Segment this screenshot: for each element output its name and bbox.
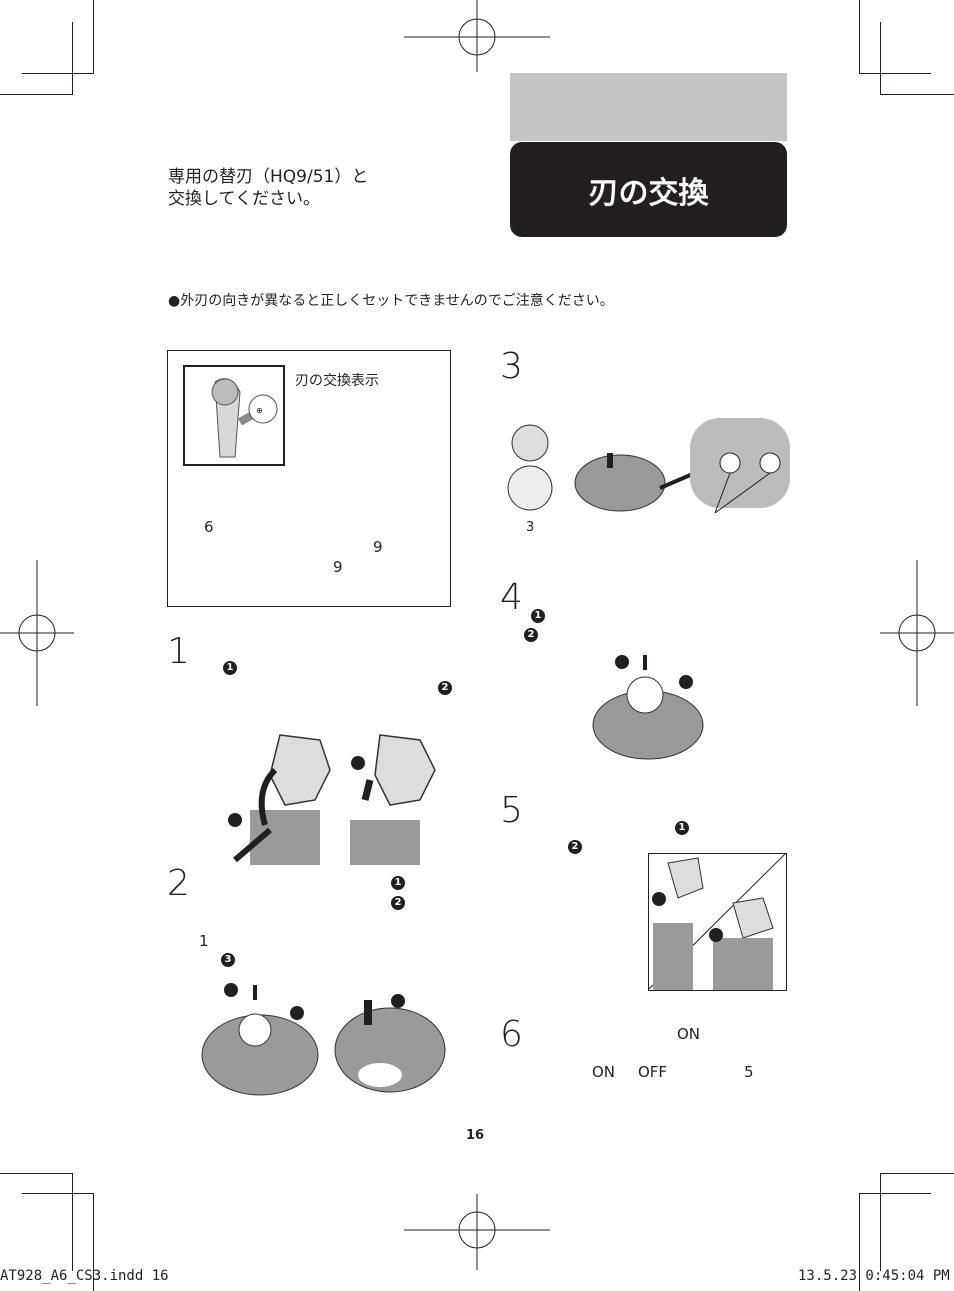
step-3-number: 3 xyxy=(500,346,523,387)
svg-text:⊕: ⊕ xyxy=(256,406,263,415)
step-4-number: 4 xyxy=(500,577,523,618)
step-5-marker-2: 2 xyxy=(568,840,582,854)
step-5-illustration xyxy=(648,853,787,991)
step-4-illustration xyxy=(592,655,704,760)
panel-number-6: 6 xyxy=(204,518,214,536)
step-1-marker-1: 1 xyxy=(223,661,237,675)
step-5-marker-1: 1 xyxy=(675,821,689,835)
step-3-illustration xyxy=(507,418,790,514)
step-1-number: 1 xyxy=(167,631,190,672)
step-6-off: OFF xyxy=(638,1063,668,1081)
step-2-number: 2 xyxy=(167,863,190,904)
page-title: 刃の交換 xyxy=(510,142,787,237)
shaver-thumbnail: ⊕ xyxy=(183,365,285,466)
indicator-label: 刃の交換表示 xyxy=(295,373,379,389)
intro-line-2: 交換してください。 xyxy=(168,189,320,209)
indicator-panel xyxy=(167,350,451,607)
shaver-indicator-illustration: ⊕ xyxy=(211,378,278,458)
step-2-marker-2: 2 xyxy=(391,896,405,910)
intro-text: 専用の替刃（HQ9/51）と 交換してください。 xyxy=(168,166,368,210)
intro-line-1: 専用の替刃（HQ9/51）と xyxy=(168,167,369,187)
step-1-illustration xyxy=(228,734,436,865)
step-1-marker-2: 2 xyxy=(438,681,452,695)
page-number: 16 xyxy=(466,1128,485,1143)
step-3-caption-number: 3 xyxy=(526,520,535,535)
step-6-number: 6 xyxy=(500,1014,523,1055)
step-6-on: ON xyxy=(592,1063,616,1081)
caution-note: ●外刃の向きが異なると正しくセットできませんのでご注意ください。 xyxy=(168,293,614,309)
footer-timestamp: 13.5.23 0:45:04 PM xyxy=(798,1268,950,1284)
step-2-sub-number: 1 xyxy=(199,932,209,950)
header-gray-tab xyxy=(510,73,787,141)
step-5-number: 5 xyxy=(500,790,523,831)
step-6-on-label: ON xyxy=(677,1025,701,1043)
step-2-illustration xyxy=(201,983,446,1096)
footer-filename: AT928_A6_CS3.indd 16 xyxy=(0,1268,169,1284)
step-4-marker-1: 1 xyxy=(531,609,545,623)
step-4-marker-2: 2 xyxy=(524,628,538,642)
step-2-marker-1: 1 xyxy=(391,876,405,890)
panel-number-9b: 9 xyxy=(333,558,343,576)
step-6-five: 5 xyxy=(744,1063,754,1081)
panel-number-9a: 9 xyxy=(373,538,383,556)
step-2-marker-3: 3 xyxy=(221,953,235,967)
